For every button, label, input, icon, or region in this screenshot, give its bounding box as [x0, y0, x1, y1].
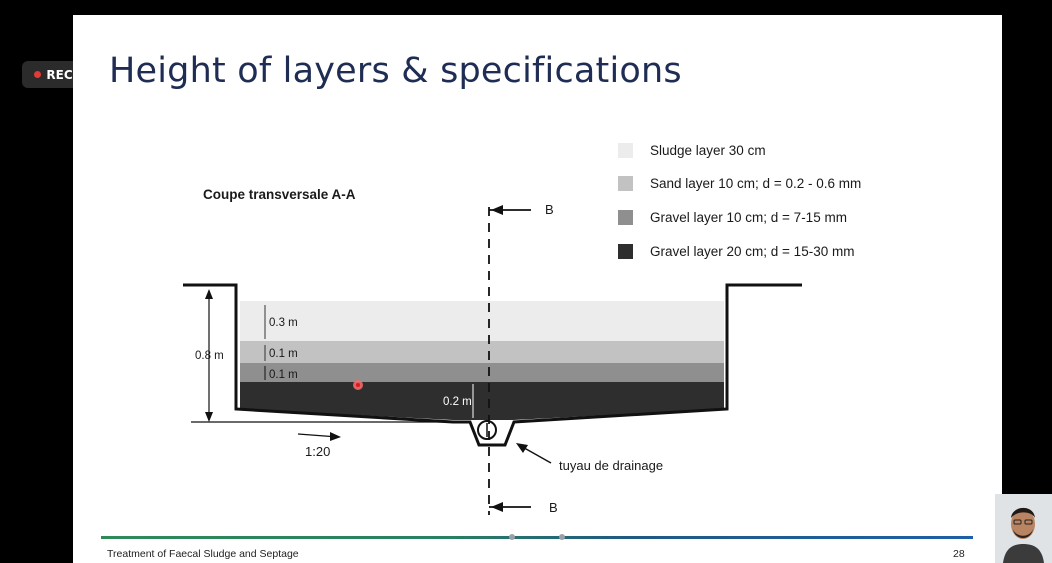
sludge-layer: [240, 301, 724, 341]
presentation-slide: Height of layers & specifications Sludge…: [73, 15, 1002, 563]
legend-swatch-sludge: [618, 143, 633, 158]
arrow-up-left-icon: [516, 443, 528, 453]
record-dot-icon: [34, 71, 42, 78]
section-marker-top: B: [545, 202, 554, 217]
slide-title: Height of layers & specifications: [109, 51, 682, 91]
presenter-avatar-icon: [995, 494, 1052, 563]
arrow-up-icon: [205, 289, 213, 299]
coarse-gravel-layer: [240, 382, 724, 420]
presenter-video-thumbnail[interactable]: [995, 494, 1052, 563]
legend-swatch-gravel-fine: [618, 210, 633, 225]
arrow-left-icon: [491, 502, 503, 512]
arrow-down-icon: [205, 412, 213, 422]
legend-swatch-sand: [618, 176, 633, 191]
sand-layer: [240, 341, 724, 363]
fine-gravel-height-label: 0.1 m: [269, 369, 298, 381]
drying-bed-cross-section-diagram: Sludge layer 30 cm Sand layer 10 cm; d =…: [183, 143, 861, 515]
legend-swatch-gravel-coarse: [618, 244, 633, 259]
legend-label-gravel-fine: Gravel layer 10 cm; d = 7-15 mm: [650, 210, 847, 225]
recording-label: REC: [46, 67, 73, 82]
section-title: Coupe transversale A-A: [203, 187, 356, 202]
sludge-height-label: 0.3 m: [269, 317, 298, 329]
progress-dot[interactable]: [559, 534, 565, 540]
section-marker-bottom: B: [549, 500, 558, 515]
footer-course-title: Treatment of Faecal Sludge and Septage: [107, 548, 299, 560]
drain-label: tuyau de drainage: [559, 458, 663, 473]
slide-page-number: 28: [953, 548, 965, 560]
slide-progress-indicator[interactable]: [503, 534, 643, 540]
progress-dot[interactable]: [509, 534, 515, 540]
footer-divider: [101, 536, 973, 539]
sand-height-label: 0.1 m: [269, 348, 298, 360]
arrow-left-icon: [491, 205, 503, 215]
laser-pointer-center: [356, 383, 360, 387]
fine-gravel-layer: [240, 363, 724, 382]
slope-label: 1:20: [305, 444, 330, 459]
bed-walls: [183, 283, 802, 447]
legend-label-gravel-coarse: Gravel layer 20 cm; d = 15-30 mm: [650, 244, 854, 259]
arrow-right-icon: [330, 432, 341, 441]
legend: Sludge layer 30 cm Sand layer 10 cm; d =…: [618, 143, 861, 259]
total-height-label: 0.8 m: [195, 350, 224, 362]
legend-label-sand: Sand layer 10 cm; d = 0.2 - 0.6 mm: [650, 176, 861, 191]
coarse-gravel-height-label: 0.2 m: [443, 396, 472, 408]
legend-label-sludge: Sludge layer 30 cm: [650, 143, 766, 158]
